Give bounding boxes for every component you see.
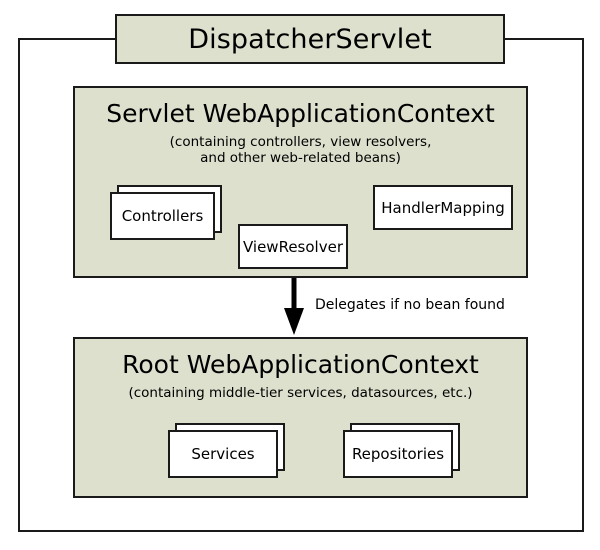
servlet-context-subtitle-line-1: (containing controllers, view resolvers, (169, 134, 432, 150)
viewresolver-box[interactable]: ViewResolver (238, 224, 348, 269)
controllers-box[interactable]: Controllers (110, 192, 215, 240)
servlet-context-subtitle-line-2: and other web-related beans) (200, 150, 401, 166)
page-title: DispatcherServlet (188, 23, 432, 55)
repositories-box[interactable]: Repositories (343, 430, 453, 478)
delegates-arrow-label: Delegates if no bean found (315, 297, 505, 313)
handlermapping-box[interactable]: HandlerMapping (373, 185, 513, 230)
delegates-arrow-icon (284, 278, 304, 335)
services-box[interactable]: Services (168, 430, 278, 478)
root-webapplicationcontext-panel: Root WebApplicationContext (containing m… (73, 337, 528, 498)
dispatcher-servlet-title-box: DispatcherServlet (115, 14, 505, 64)
servlet-context-heading: Servlet WebApplicationContext (106, 99, 495, 128)
repositories-box-label: Repositories (351, 445, 445, 463)
root-context-heading: Root WebApplicationContext (122, 350, 479, 379)
root-context-subtitle: (containing middle-tier services, dataso… (75, 385, 526, 401)
handlermapping-box-label: HandlerMapping (381, 198, 505, 217)
root-context-subtitle-line-1: (containing middle-tier services, dataso… (128, 385, 473, 401)
controllers-box-label: Controllers (121, 207, 204, 225)
servlet-context-subtitle: (containing controllers, view resolvers,… (75, 134, 526, 166)
viewresolver-box-label: ViewResolver (242, 237, 343, 256)
services-box-label: Services (191, 445, 255, 463)
